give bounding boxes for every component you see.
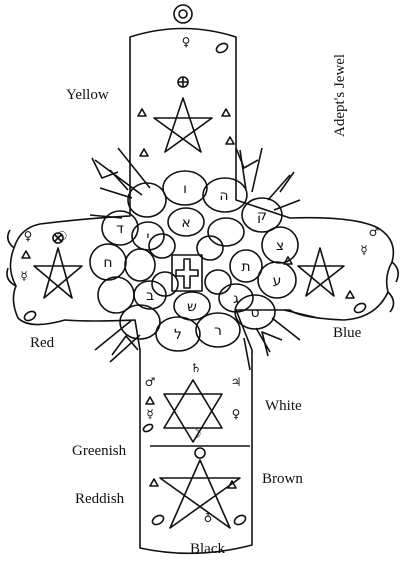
moon-symbol: ☽ (191, 427, 202, 441)
hebrew-letter: ח (103, 255, 112, 271)
label-blue: Blue (333, 325, 362, 341)
center-cross-box (171, 254, 203, 292)
hebrew-letter: ד (116, 221, 124, 237)
mercury-symbol: ☿ (20, 269, 27, 283)
hebrew-letter: ע (273, 273, 282, 289)
hebrew-letter: ר (214, 323, 222, 339)
hebrew-letter: ס (250, 305, 259, 321)
label-reddish: Reddish (75, 491, 125, 507)
label-black: Black (190, 541, 225, 557)
mars-symbol: ♂ (145, 375, 156, 389)
flame-rays (89, 147, 319, 371)
label-brown: Brown (262, 471, 303, 487)
label-yellow: Yellow (66, 87, 109, 103)
label-white: White (265, 398, 302, 414)
hebrew-letter: י (146, 229, 149, 245)
top-pentagram (153, 76, 213, 153)
hebrew-letter: ש (187, 299, 197, 315)
diagram-title: Adept's Jewel (332, 53, 348, 137)
hebrew-letter: ל (174, 327, 182, 343)
earth-symbol: ♁ (204, 511, 213, 525)
cross-outline (9, 27, 395, 555)
hebrew-letter: צ (276, 238, 284, 254)
left-pentagram (33, 232, 83, 299)
hebrew-letter: ו (183, 181, 187, 197)
rose-petals (89, 170, 299, 352)
suspension-ring (173, 4, 193, 24)
hebrew-letter: ק (257, 208, 267, 224)
mars-symbol: ♂ (369, 225, 380, 239)
label-greenish: Greenish (72, 443, 127, 459)
venus-symbol: ♀ (232, 407, 241, 421)
venus-symbol: ♀ (24, 229, 33, 243)
bottom-pentagram (150, 445, 250, 529)
hebrew-letter: ת (241, 259, 250, 275)
center-hexagram (163, 379, 223, 443)
hebrew-letter: ג (233, 291, 239, 307)
hebrew-letter: א (181, 215, 190, 231)
right-pentagram (297, 247, 345, 297)
jupiter-symbol: ♃ (231, 375, 242, 389)
sun-symbol: ☉ (57, 229, 68, 243)
venus-symbol: ♀ (182, 35, 191, 49)
mercury-symbol: ☿ (146, 407, 153, 421)
label-red: Red (30, 335, 55, 351)
saturn-symbol: ♄ (191, 361, 202, 375)
mercury-symbol: ☿ (360, 243, 367, 257)
hebrew-letter: ב (146, 288, 154, 304)
hebrew-letter: ה (219, 188, 228, 204)
